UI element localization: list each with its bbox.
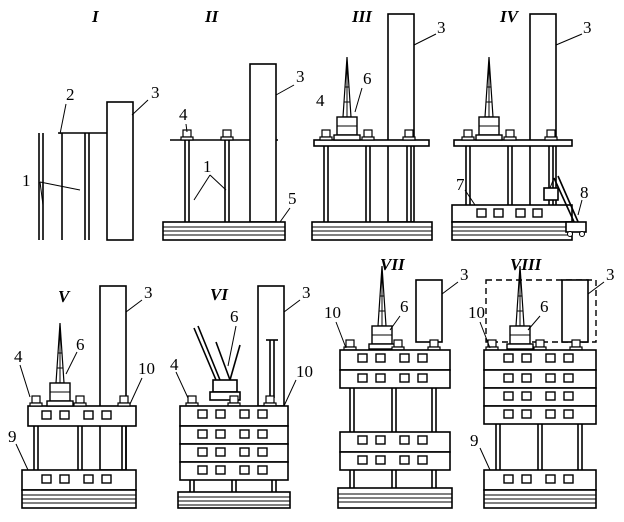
label-3: 3 (151, 83, 160, 102)
stage-5: V 3 6 4 10 9 (8, 283, 155, 509)
label-10: 10 (468, 303, 485, 322)
label-9: 9 (470, 431, 479, 450)
label-5: 5 (288, 189, 297, 208)
label-9: 9 (8, 427, 17, 446)
label-6: 6 (230, 307, 239, 326)
stage-label-4: IV (499, 7, 520, 26)
label-10: 10 (324, 303, 341, 322)
stage-1: I 1 2 3 (22, 7, 160, 241)
label-3: 3 (296, 67, 305, 86)
label-3: 3 (583, 18, 592, 37)
stage-7: VII (324, 255, 469, 509)
stage-4: IV 3 7 8 (451, 7, 592, 241)
label-6: 6 (400, 297, 409, 316)
label-3: 3 (144, 283, 153, 302)
label-4: 4 (170, 355, 179, 374)
label-6: 6 (76, 335, 85, 354)
label-10: 10 (138, 359, 155, 378)
label-3: 3 (606, 265, 615, 284)
label-3: 3 (302, 283, 311, 302)
stage-label-6: VI (210, 285, 229, 304)
label-4: 4 (179, 105, 188, 124)
stage-6: VI (170, 283, 313, 509)
label-10: 10 (296, 362, 313, 381)
stage-label-2: II (204, 7, 220, 26)
stage-label-3: III (351, 7, 373, 26)
label-6: 6 (363, 69, 372, 88)
stage-label-7: VII (380, 255, 406, 274)
stage-label-1: I (91, 7, 100, 26)
label-7: 7 (456, 175, 465, 194)
label-6: 6 (540, 297, 549, 316)
label-3: 3 (460, 265, 469, 284)
label-2: 2 (66, 85, 75, 104)
label-1: 1 (22, 171, 31, 190)
stage-label-8: VIII (510, 255, 543, 274)
label-4: 4 (14, 347, 23, 366)
label-4: 4 (316, 91, 325, 110)
stage-8: VIII (468, 255, 615, 509)
label-1: 1 (203, 157, 212, 176)
label-3: 3 (437, 18, 446, 37)
stage-3: III 6 4 3 (311, 7, 446, 241)
stage-2: II 4 1 3 5 (162, 7, 305, 241)
label-8: 8 (580, 183, 589, 202)
stage-label-5: V (58, 287, 71, 306)
